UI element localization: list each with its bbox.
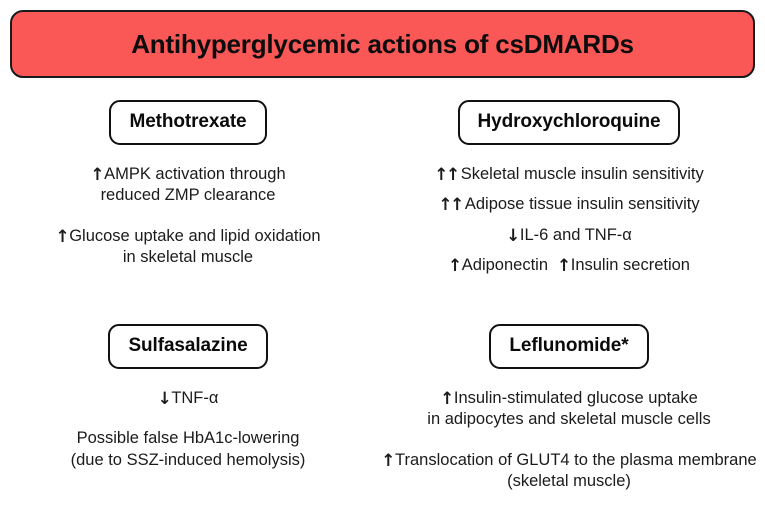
up-arrow-icon: ↑ [557,256,571,277]
effect-text: Adiponectin [461,256,548,275]
down-arrow-icon: ↓ [157,388,172,409]
effect-text: IL-6 and TNF-α [519,225,632,244]
effect-text: Adipose tissue insulin sensitivity [464,195,700,214]
effect-text: in adipocytes and skeletal muscle cells [427,410,711,429]
effect-text: Possible false HbA1c-lowering [76,429,300,448]
up-arrow-icon: ↑ [448,256,462,277]
effect-list-leflunomide: ↑Insulin-stimulated glucose uptake in ad… [378,388,760,493]
effect-line: reduced ZMP clearance [8,185,368,206]
effect-text: TNF-α [171,388,219,407]
effect-text: (due to SSZ-induced hemolysis) [70,450,306,469]
effect-text: reduced ZMP clearance [100,186,276,205]
effect-line: ↑Glucose uptake and lipid oxidation [8,226,368,247]
drug-name-box-hydroxychloroquine: Hydroxychloroquine [457,100,681,145]
double-up-arrow-icon: ↑↑ [434,164,460,185]
effect-line: (skeletal muscle) [378,471,760,492]
drug-panel-sulfasalazine: Sulfasalazine ↓TNF-α Possible false HbA1… [8,324,368,471]
drug-name-box-methotrexate: Methotrexate [109,100,267,145]
effect-text: Insulin-stimulated glucose uptake [453,388,698,407]
header-banner: Antihyperglycemic actions of csDMARDs [10,10,755,78]
effect-list-sulfasalazine: ↓TNF-α Possible false HbA1c-lowering (du… [8,388,368,471]
effect-text: in skeletal muscle [122,248,254,267]
effect-line: ↑Translocation of GLUT4 to the plasma me… [378,450,760,471]
effect-text: Glucose uptake and lipid oxidation [69,226,321,245]
effect-text: (skeletal muscle) [507,472,631,491]
effect-line: ↑↑Skeletal muscle insulin sensitivity [378,164,760,185]
drug-panel-methotrexate: Methotrexate ↑AMPK activation through re… [8,100,368,269]
effect-line: ↓IL-6 and TNF-α [378,225,760,246]
down-arrow-icon: ↓ [506,225,520,246]
effect-line: in adipocytes and skeletal muscle cells [378,409,760,430]
effect-line: ↑Adiponectin↑Insulin secretion [378,255,760,276]
up-arrow-icon: ↑ [90,164,104,185]
effect-text: Insulin secretion [570,256,690,275]
effect-list-hydroxychloroquine: ↑↑Skeletal muscle insulin sensitivity ↑↑… [378,164,760,277]
effect-line: (due to SSZ-induced hemolysis) [8,450,368,471]
effect-line: ↑↑Adipose tissue insulin sensitivity [378,194,760,215]
up-arrow-icon: ↑ [381,450,395,471]
effect-line: ↑AMPK activation through [8,164,368,185]
effect-line: Possible false HbA1c-lowering [8,428,368,449]
effect-text: AMPK activation through [104,164,286,183]
effect-list-methotrexate: ↑AMPK activation through reduced ZMP cle… [8,164,368,269]
drug-name-box-leflunomide: Leflunomide* [489,324,649,369]
up-arrow-icon: ↑ [440,388,454,409]
drug-name-box-sulfasalazine: Sulfasalazine [108,324,268,369]
effect-line: ↓TNF-α [8,388,368,409]
double-up-arrow-icon: ↑↑ [438,195,464,216]
effect-line: in skeletal muscle [8,247,368,268]
effect-line: ↑Insulin-stimulated glucose uptake [378,388,760,409]
effect-text: Skeletal muscle insulin sensitivity [460,164,704,183]
drug-panel-leflunomide: Leflunomide* ↑Insulin-stimulated glucose… [378,324,760,493]
drug-panel-grid: Methotrexate ↑AMPK activation through re… [0,92,765,521]
up-arrow-icon: ↑ [55,226,69,247]
drug-panel-hydroxychloroquine: Hydroxychloroquine ↑↑Skeletal muscle ins… [378,100,760,277]
effect-text: Translocation of GLUT4 to the plasma mem… [395,450,757,469]
page-title: Antihyperglycemic actions of csDMARDs [131,28,634,59]
